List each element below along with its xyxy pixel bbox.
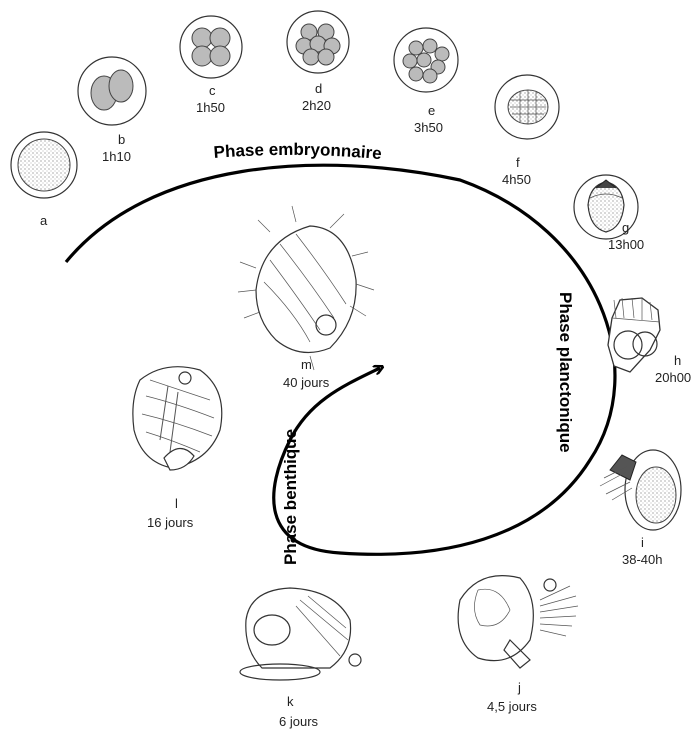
stage-d-illustration	[287, 11, 349, 73]
stage-c-illustration	[180, 16, 242, 78]
stage-b-illustration	[78, 57, 146, 125]
stage-f-letter: f	[516, 155, 520, 170]
phase-embryonnaire-label: Phase embryonnaire	[213, 140, 383, 163]
stage-d-time: 2h20	[302, 98, 331, 113]
stage-i-illustration	[600, 450, 681, 530]
stage-j-illustration	[458, 576, 578, 668]
stage-h-letter: h	[674, 353, 681, 368]
stage-c-letter: c	[209, 83, 216, 98]
stage-b-letter: b	[118, 132, 125, 147]
stage-k-letter: k	[287, 694, 294, 709]
stage-g-time: 13h00	[608, 237, 644, 252]
stage-k-time: 6 jours	[279, 714, 319, 729]
stage-l-letter: l	[175, 496, 178, 511]
stage-e-illustration	[394, 28, 458, 92]
stage-c-time: 1h50	[196, 100, 225, 115]
stage-e-time: 3h50	[414, 120, 443, 135]
stage-m-time: 40 jours	[283, 375, 330, 390]
phase-planctonique-label: Phase planctonique	[556, 292, 575, 453]
phase-benthique-label: Phase benthique	[281, 429, 300, 565]
stage-i-time: 38-40h	[622, 552, 662, 567]
stage-d-letter: d	[315, 81, 322, 96]
stage-h-illustration	[608, 298, 660, 372]
stage-m-letter: m	[301, 357, 312, 372]
stage-j-letter: j	[517, 680, 521, 695]
stage-f-time: 4h50	[502, 172, 531, 187]
stage-a-letter: a	[40, 213, 48, 228]
stage-j-time: 4,5 jours	[487, 699, 537, 714]
stage-k-illustration	[240, 588, 361, 680]
stage-m-illustration	[238, 206, 374, 370]
stage-l-illustration	[133, 367, 222, 470]
stage-e-letter: e	[428, 103, 435, 118]
stage-f-illustration	[495, 75, 559, 139]
stage-i-letter: i	[641, 535, 644, 550]
stage-g-letter: g	[622, 220, 629, 235]
stage-h-time: 20h00	[655, 370, 691, 385]
stage-b-time: 1h10	[102, 149, 131, 164]
stage-a-illustration	[11, 132, 77, 198]
stage-l-time: 16 jours	[147, 515, 194, 530]
cycle-arrow	[66, 165, 615, 554]
